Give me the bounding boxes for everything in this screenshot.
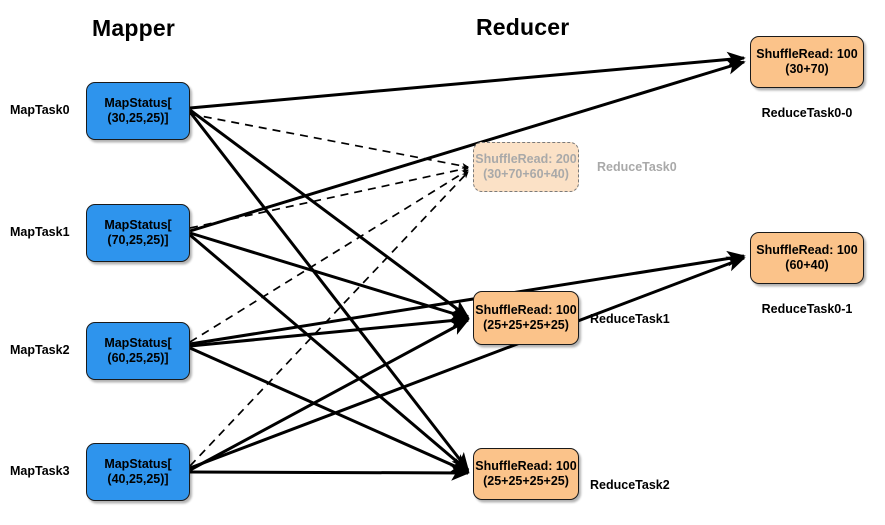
caption-reducetask0-0: ReduceTask0-0 xyxy=(761,106,853,120)
edge-maptask3-to-reducetask0-ghost xyxy=(189,171,469,467)
node-maptask1[interactable]: MapStatus[(70,25,25)] xyxy=(86,204,190,262)
node-reducetask2[interactable]: ShuffleRead: 100(25+25+25+25) xyxy=(473,448,579,500)
node-reducetask0-1[interactable]: ShuffleRead: 100(60+40) xyxy=(750,232,864,284)
edge-maptask2-to-reducetask2 xyxy=(189,346,470,474)
edge-maptask0-to-reducetask0-ghost xyxy=(189,113,469,169)
node-reducetask0-0[interactable]: ShuffleRead: 100(30+70) xyxy=(750,36,864,88)
edge-maptask0-to-reducetask0-0 xyxy=(189,51,746,110)
edge-maptask0-to-reducetask2 xyxy=(188,111,470,472)
mapstatus-line1: MapStatus[ xyxy=(104,335,172,350)
caption-reducetask0-1: ReduceTask0-1 xyxy=(761,302,853,316)
edge-maptask2-to-reducetask1 xyxy=(189,312,470,348)
shuffleread-line2: (25+25+25+25) xyxy=(483,474,569,488)
shuffleread-line2: (60+40) xyxy=(785,258,829,272)
shuffleread-line1: ShuffleRead: 100 xyxy=(756,242,858,257)
mapstatus-line1: MapStatus[ xyxy=(104,95,172,110)
shuffleread-line2: (25+25+25+25) xyxy=(483,318,569,332)
edge-maptask1-to-reducetask2 xyxy=(189,233,470,473)
reducer-heading: Reducer xyxy=(476,14,570,40)
edge-maptask3-to-reducetask1 xyxy=(189,318,470,472)
shuffleread-line1: ShuffleRead: 100 xyxy=(475,302,577,317)
edge-maptask2-to-reducetask0-1 xyxy=(189,250,746,346)
shuffleread-line2: (30+70+60+40) xyxy=(483,167,569,181)
label-maptask3: MapTask3 xyxy=(10,464,70,478)
shuffleread-line1: ShuffleRead: 200 xyxy=(475,151,577,166)
mapstatus-line2: (60,25,25)] xyxy=(107,351,169,365)
label-reducetask0-ghost: ReduceTask0 xyxy=(597,160,677,174)
mapstatus-line2: (40,25,25)] xyxy=(107,472,169,486)
shuffleread-line1: ShuffleRead: 100 xyxy=(756,46,858,61)
label-maptask0: MapTask0 xyxy=(10,103,70,117)
mapstatus-line2: (70,25,25)] xyxy=(107,233,169,247)
edge-maptask0-to-reducetask1 xyxy=(189,108,470,319)
label-maptask1: MapTask1 xyxy=(10,225,70,239)
edge-maptask1-to-reducetask0-0 xyxy=(189,59,746,233)
node-maptask3[interactable]: MapStatus[(40,25,25)] xyxy=(86,443,190,501)
mapstatus-line1: MapStatus[ xyxy=(104,456,172,471)
edge-maptask3-to-reducetask0-1 xyxy=(189,256,746,470)
edge-maptask3-to-reducetask2 xyxy=(189,465,470,481)
label-reducetask1: ReduceTask1 xyxy=(590,312,670,326)
mapstatus-line2: (30,25,25)] xyxy=(107,111,169,125)
edge-maptask2-to-reducetask0-ghost xyxy=(189,169,469,343)
node-reducetask0-ghost[interactable]: ShuffleRead: 200(30+70+60+40) xyxy=(473,142,579,192)
mapstatus-line1: MapStatus[ xyxy=(104,217,172,232)
edge-maptask1-to-reducetask1 xyxy=(189,231,470,321)
node-reducetask1[interactable]: ShuffleRead: 100(25+25+25+25) xyxy=(473,291,579,345)
node-maptask2[interactable]: MapStatus[(60,25,25)] xyxy=(86,322,190,380)
mapper-heading: Mapper xyxy=(92,15,175,41)
label-reducetask2: ReduceTask2 xyxy=(590,478,670,492)
solid-edge-group xyxy=(188,51,746,481)
shuffleread-line1: ShuffleRead: 100 xyxy=(475,458,577,473)
node-maptask0[interactable]: MapStatus[(30,25,25)] xyxy=(86,82,190,140)
shuffleread-line2: (30+70) xyxy=(785,62,829,76)
label-maptask2: MapTask2 xyxy=(10,343,70,357)
